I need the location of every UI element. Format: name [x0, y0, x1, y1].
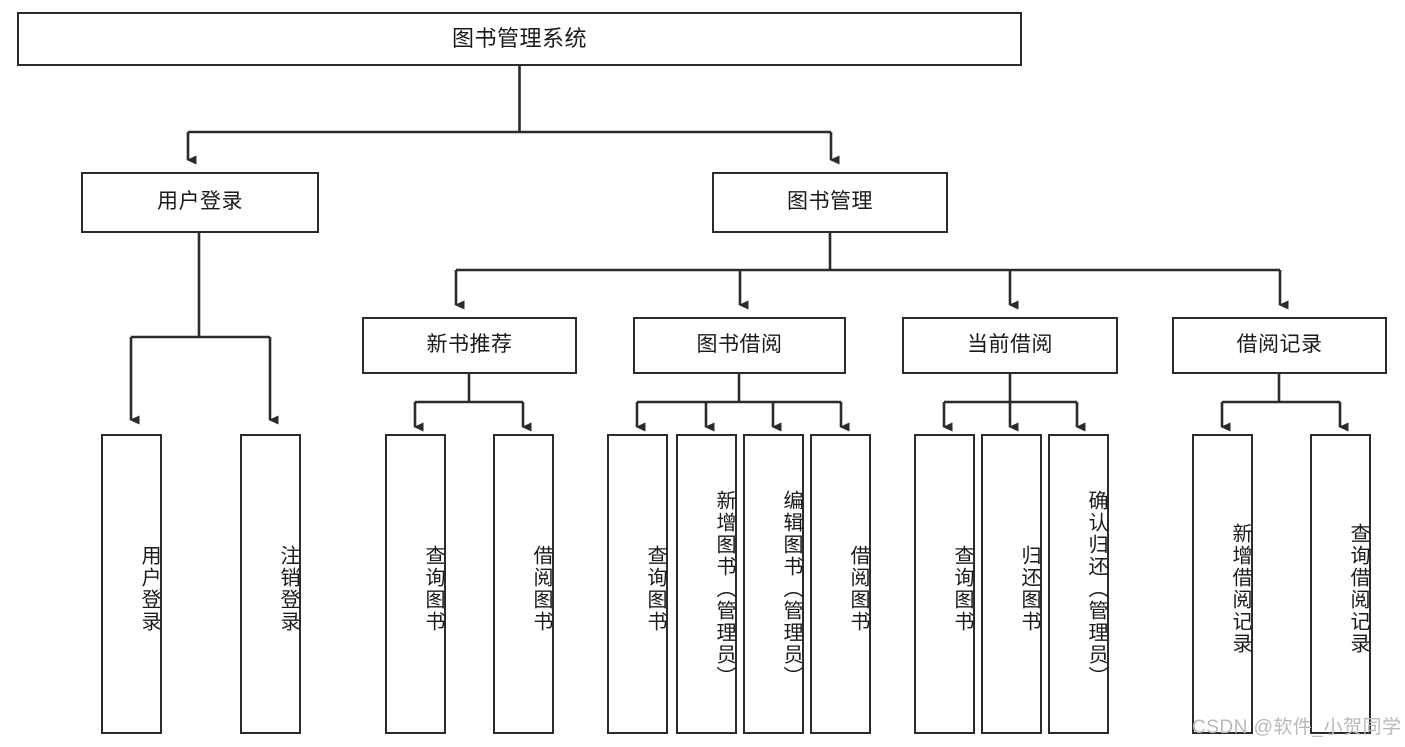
node-book-borrow[interactable]: 图书借阅 — [633, 317, 846, 374]
leaf-borrow-record-add-record[interactable]: 新增借阅记录 — [1192, 434, 1253, 734]
leaf-borrow-record-query-record[interactable]: 查询借阅记录 — [1310, 434, 1371, 734]
node-label: 借阅记录 — [1236, 333, 1323, 357]
node-label: 用户登录 — [138, 545, 160, 633]
node-user-login[interactable]: 用户登录 — [81, 172, 319, 233]
leaf-book-borrow-edit-book-admin[interactable]: 编辑图书（管理员） — [743, 434, 804, 734]
node-label: 确认归还（管理员） — [1085, 490, 1107, 688]
leaf-book-borrow-add-book-admin[interactable]: 新增图书（管理员） — [676, 434, 737, 734]
node-label: 查询借阅记录 — [1347, 523, 1369, 655]
node-book-management[interactable]: 图书管理 — [712, 172, 948, 233]
node-label: 注销登录 — [277, 545, 299, 633]
node-label: 图书管理 — [787, 190, 873, 214]
node-label: 借阅图书 — [530, 545, 552, 633]
leaf-new-book-borrow-book[interactable]: 借阅图书 — [493, 434, 554, 734]
node-label: 查询图书 — [644, 545, 666, 633]
leaf-current-borrow-query-book[interactable]: 查询图书 — [914, 434, 975, 734]
node-borrow-record[interactable]: 借阅记录 — [1172, 317, 1387, 374]
node-current-borrow[interactable]: 当前借阅 — [902, 317, 1118, 374]
leaf-new-book-query-book[interactable]: 查询图书 — [385, 434, 446, 734]
node-label: 当前借阅 — [967, 333, 1053, 357]
node-label: 用户登录 — [157, 190, 243, 214]
node-label: 新书推荐 — [426, 333, 513, 357]
leaf-book-borrow-borrow-book[interactable]: 借阅图书 — [810, 434, 871, 734]
leaf-current-borrow-confirm-return-admin[interactable]: 确认归还（管理员） — [1048, 434, 1109, 734]
leaf-user-login-login[interactable]: 用户登录 — [101, 434, 162, 734]
node-label: 查询图书 — [951, 545, 973, 633]
node-label: 归还图书 — [1018, 545, 1040, 633]
watermark-csdn: CSDN @软件_小贺同学 — [1192, 717, 1402, 738]
node-label: 图书管理系统 — [451, 26, 587, 52]
node-label: 图书借阅 — [696, 333, 783, 357]
node-label: 查询图书 — [422, 545, 444, 633]
node-label: 编辑图书（管理员） — [780, 490, 802, 688]
node-new-book-recommend[interactable]: 新书推荐 — [362, 317, 577, 374]
leaf-user-login-logout[interactable]: 注销登录 — [240, 434, 301, 734]
node-label: 借阅图书 — [847, 545, 869, 633]
leaf-book-borrow-query-book[interactable]: 查询图书 — [607, 434, 668, 734]
node-label: 新增图书（管理员） — [713, 490, 735, 688]
node-label: 新增借阅记录 — [1229, 523, 1251, 655]
node-root-book-management-system[interactable]: 图书管理系统 — [17, 12, 1022, 66]
leaf-current-borrow-return-book[interactable]: 归还图书 — [981, 434, 1042, 734]
